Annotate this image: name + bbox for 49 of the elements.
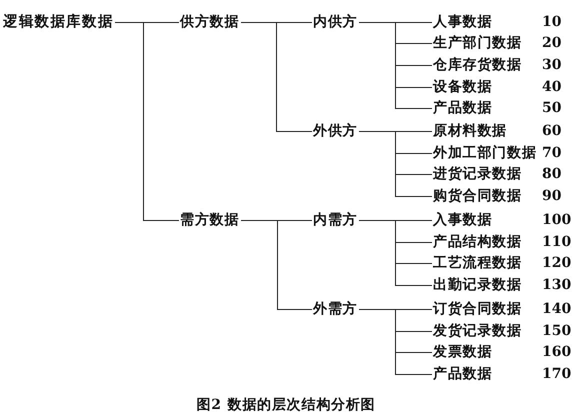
subgroup-label: 内需方 [313,212,358,228]
item-code: 90 [542,188,562,204]
item-code: 80 [542,166,562,182]
item-code: 170 [542,366,572,382]
item-label: 发货记录数据 [433,323,522,339]
item-code: 20 [542,35,562,51]
root-label: 逻辑数据库数据 [3,14,114,30]
item-label: 外加工部门数据 [433,145,537,161]
item-label: 订货合同数据 [433,301,522,317]
item-label: 进货记录数据 [433,166,522,182]
connector-line [240,220,312,310]
figure-caption: 图2 数据的层次结构分析图 [196,396,376,414]
item-label: 生产部门数据 [433,35,522,51]
connector-line [358,22,432,109]
connector-line [358,131,432,197]
item-code: 10 [542,14,562,30]
item-label: 产品数据 [433,100,492,116]
item-code: 160 [542,344,572,360]
connector-line [240,22,312,132]
item-label: 原材料数据 [433,123,507,139]
item-code: 140 [542,301,572,317]
item-code: 30 [542,57,562,73]
group-label: 供方数据 [180,14,240,30]
item-code: 60 [542,123,562,139]
item-label: 入事数据 [433,212,492,228]
item-label: 购货合同数据 [433,188,522,204]
connector-line [358,220,432,286]
subgroup-label: 外供方 [313,123,358,139]
subgroup-label: 外需方 [313,301,358,317]
item-code: 110 [542,234,572,250]
item-code: 100 [542,212,572,228]
item-label: 产品结构数据 [433,234,522,250]
item-label: 仓库存货数据 [433,57,522,73]
item-label: 工艺流程数据 [433,255,522,271]
item-code: 150 [542,323,572,339]
item-code: 70 [542,145,562,161]
connector-line [114,22,180,221]
item-label: 发票数据 [433,344,492,360]
subgroup-label: 内供方 [313,14,358,30]
item-label: 设备数据 [433,79,492,95]
item-code: 40 [542,79,562,95]
item-code: 50 [542,100,562,116]
item-code: 130 [542,277,572,293]
group-label: 需方数据 [180,212,240,228]
item-label: 出勤记录数据 [433,277,522,293]
connector-line [358,309,432,375]
item-label: 人事数据 [433,14,492,30]
item-label: 产品数据 [433,366,492,382]
item-code: 120 [542,255,572,271]
